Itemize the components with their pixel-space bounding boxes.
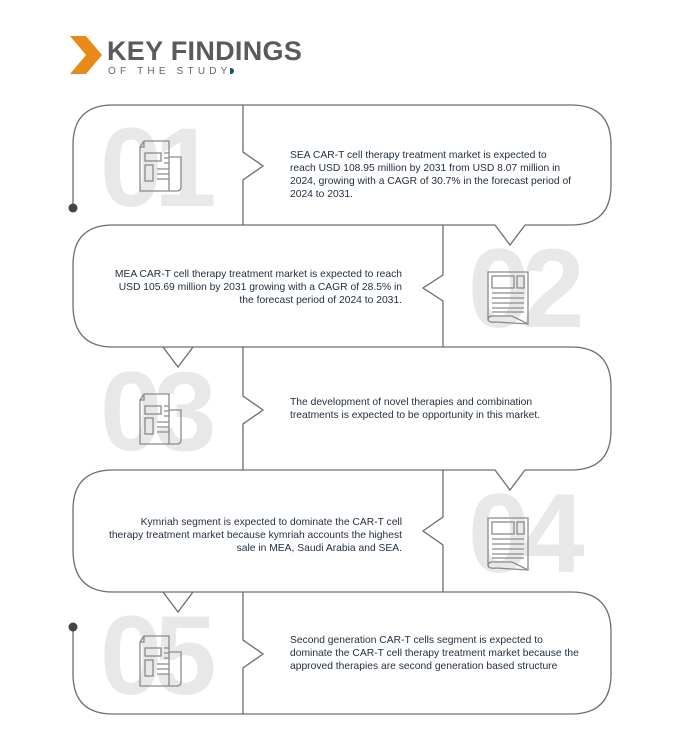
newspaper-icon <box>487 517 529 572</box>
dot-icon <box>229 68 234 75</box>
finding-text-2: MEA CAR-T cell therapy treatment market … <box>114 269 402 306</box>
page-title: KEY FINDINGS <box>107 36 303 66</box>
newspaper-icon <box>487 271 529 326</box>
newspaper-icon <box>139 393 182 445</box>
finding-text-1: SEA CAR-T cell therapy treatment market … <box>290 150 572 200</box>
finding-number-3: 03 <box>100 349 217 474</box>
finding-text-5: Second generation CAR-T cells segment is… <box>290 635 579 672</box>
page-subtitle: OF THE STUDY <box>108 66 234 77</box>
finding-number-1: 01 <box>100 105 217 230</box>
newspaper-icon <box>139 635 182 687</box>
finding-text-3: The development of novel therapies and c… <box>290 397 541 421</box>
finding-text-4: Kymriah segment is expected to dominate … <box>108 517 402 554</box>
header-chevron-icon <box>70 36 102 74</box>
newspaper-icon <box>139 140 182 192</box>
